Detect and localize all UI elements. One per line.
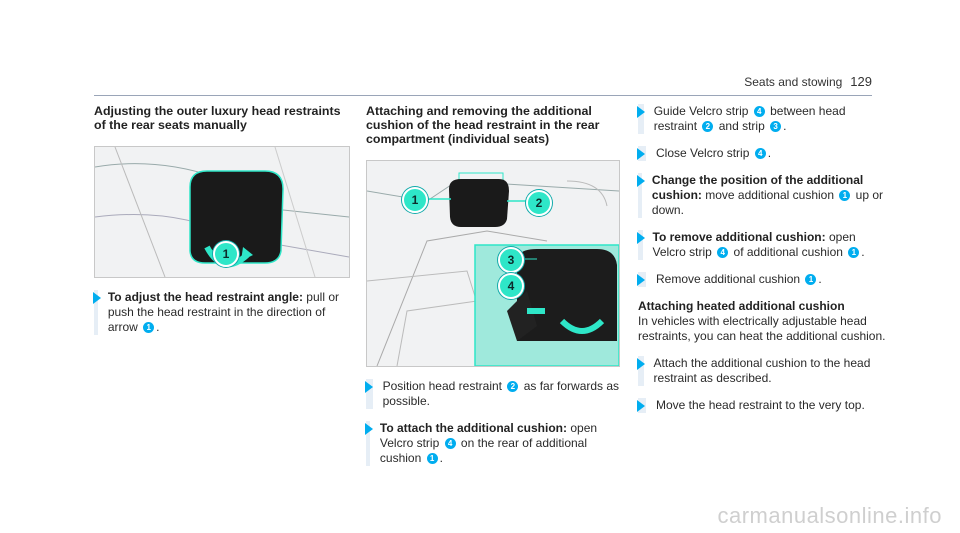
- arrow-right-icon: [93, 292, 101, 304]
- heated-paragraph: In vehicles with electrically adjustable…: [638, 314, 886, 343]
- step-text-end: .: [156, 320, 160, 334]
- ref-number: 4: [444, 438, 456, 449]
- step-text: pull or push the head restraint in the d…: [107, 290, 339, 334]
- subsection-title-heated: Attaching heated additional cushion: [638, 299, 845, 313]
- step-close-velcro: Close Velcro strip 4.: [637, 146, 888, 161]
- column-2: Attaching and removing the additional cu…: [365, 104, 620, 466]
- step-text: Attach the additional cushion to the hea…: [653, 356, 871, 385]
- column-1: Adjusting the outer luxury head restrain…: [93, 104, 350, 335]
- callout-3: 3: [498, 247, 524, 273]
- step-bold-label: Change the position of the additional cu…: [651, 173, 864, 202]
- section-title-adjusting: Adjusting the outer luxury head restrain…: [94, 104, 341, 132]
- step-text: of additional cushion: [730, 245, 847, 259]
- step-marker: [637, 104, 645, 134]
- figure-head-restraint-angle: 1: [94, 146, 350, 278]
- arrow-right-icon: [637, 358, 645, 370]
- arrow-right-icon: [637, 232, 645, 244]
- step-text-end: up or down.: [651, 188, 884, 217]
- cushion-illustration: [367, 161, 619, 366]
- step-marker: [637, 272, 646, 287]
- ref-number: 1: [426, 453, 438, 464]
- step-attach-heated: Attach the additional cushion to the hea…: [637, 356, 888, 386]
- header-rule: [94, 95, 872, 96]
- step-move-to-top: Move the head restraint to the very top.: [637, 398, 888, 413]
- step-text-end: as far forwards as possible.: [382, 379, 620, 408]
- arrow-right-icon: [637, 274, 645, 286]
- step-text-end: .: [818, 272, 822, 286]
- ref-number: 3: [770, 121, 782, 132]
- column-3: Guide Velcro strip 4 between head restra…: [637, 104, 888, 413]
- step-adjust-angle: To adjust the head restraint angle: pull…: [93, 290, 350, 335]
- step-remove-cushion: Remove additional cushion 1.: [637, 272, 888, 287]
- step-text: Move the head restraint to the very top.: [656, 398, 865, 412]
- step-bold-label: To adjust the head restraint angle:: [107, 290, 303, 304]
- step-text-end: .: [783, 119, 787, 133]
- running-header: Seats and stowing 129: [744, 74, 872, 89]
- step-marker: [637, 398, 646, 413]
- step-bold-label: To remove additional cushion:: [652, 230, 826, 244]
- arrow-right-icon: [365, 423, 373, 435]
- step-marker: [637, 356, 645, 386]
- step-text: between head restraint: [653, 104, 846, 133]
- callout-1: 1: [213, 241, 239, 267]
- callout-4: 4: [498, 273, 524, 299]
- step-text: open Velcro strip: [379, 421, 598, 450]
- watermark: carmanualsonline.info: [717, 503, 942, 528]
- step-text: open Velcro strip: [652, 230, 856, 259]
- arrow-right-icon: [637, 175, 645, 187]
- section-name: Seats and stowing: [744, 75, 843, 89]
- step-text: Remove additional cushion: [656, 272, 804, 286]
- step-attach-cushion: To attach the additional cushion: open V…: [365, 421, 620, 466]
- arrow-right-icon: [637, 148, 645, 160]
- ref-number: 2: [507, 381, 519, 392]
- step-text-end: .: [767, 146, 772, 160]
- step-marker: [637, 146, 646, 161]
- arrow-right-icon: [637, 400, 645, 412]
- step-position-head-restraint: Position head restraint 2 as far forward…: [365, 379, 620, 409]
- page-number: 129: [850, 74, 872, 89]
- step-text: Guide Velcro strip: [653, 104, 752, 118]
- section-title-attaching: Attaching and removing the additional cu…: [366, 104, 600, 146]
- step-marker: [365, 421, 373, 466]
- arrow-right-icon: [365, 381, 373, 393]
- step-marker: [93, 290, 101, 335]
- step-marker: [637, 173, 645, 218]
- step-marker: [637, 230, 645, 260]
- ref-number: 2: [702, 121, 714, 132]
- ref-number: 1: [839, 190, 851, 201]
- step-marker: [365, 379, 373, 409]
- ref-number: 1: [143, 322, 155, 333]
- step-text-end: .: [439, 451, 443, 465]
- step-text: Position head restraint: [382, 379, 506, 393]
- ref-number: 4: [717, 247, 729, 258]
- callout-1: 1: [402, 187, 428, 213]
- step-guide-velcro: Guide Velcro strip 4 between head restra…: [637, 104, 888, 134]
- ref-number: 1: [805, 274, 817, 285]
- step-text-end: .: [861, 245, 865, 259]
- callout-2: 2: [526, 190, 552, 216]
- step-text: on the rear of additional cushion: [379, 436, 588, 465]
- step-change-position: Change the position of the additional cu…: [637, 173, 888, 218]
- step-remove-cushion-open: To remove additional cushion: open Velcr…: [637, 230, 888, 260]
- ref-number: 4: [753, 106, 765, 117]
- ref-number: 1: [848, 247, 860, 258]
- figure-additional-cushion: 1 2 3 4: [366, 160, 620, 367]
- step-text: Close Velcro strip: [656, 146, 753, 160]
- arrow-right-icon: [637, 106, 645, 118]
- step-bold-label: To attach the additional cushion:: [379, 421, 568, 435]
- step-text: move additional cushion: [701, 188, 838, 202]
- step-text: and strip: [715, 119, 769, 133]
- ref-number: 4: [754, 148, 766, 159]
